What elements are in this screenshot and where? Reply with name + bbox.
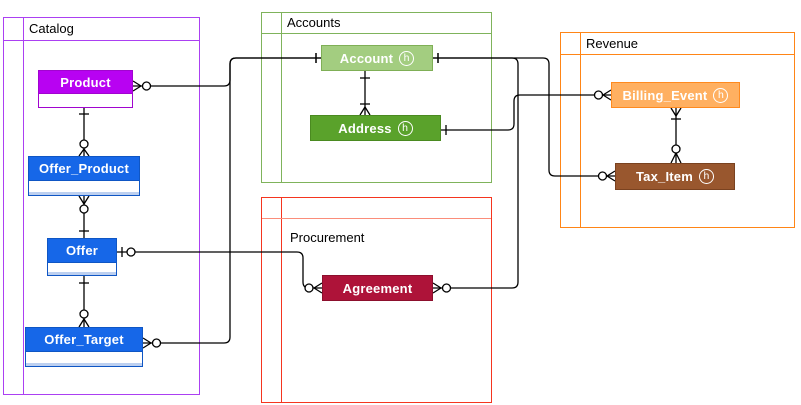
- entity-agreement[interactable]: Agreement: [322, 275, 433, 301]
- entity-offer-label: Offer: [65, 243, 99, 258]
- entity-offer[interactable]: Offer: [47, 238, 117, 276]
- rel-account-address[interactable]: [359, 71, 371, 116]
- group-catalog[interactable]: Catalog: [3, 17, 200, 395]
- hub-icon: h: [399, 50, 415, 66]
- entity-offer-product-label: Offer_Product: [38, 161, 129, 176]
- rel-address-billing-event[interactable]: [441, 89, 612, 135]
- group-procurement-label: Procurement: [290, 230, 365, 245]
- group-accounts-label: Accounts: [287, 15, 341, 30]
- rel-offer-offer-product[interactable]: [78, 195, 90, 238]
- group-catalog-header-divider: [4, 40, 199, 41]
- group-catalog-lane-divider: [23, 18, 24, 394]
- group-accounts[interactable]: Accounts: [261, 12, 492, 183]
- group-procurement-lane-divider: [281, 198, 282, 402]
- entity-offer-target-label: Offer_Target: [44, 332, 124, 347]
- entity-account-label: Account: [339, 50, 394, 66]
- hub-icon: h: [397, 120, 413, 136]
- rel-account-agreement[interactable]: [432, 53, 519, 294]
- entity-offer-target[interactable]: Offer_Target: [25, 327, 143, 367]
- hub-icon: h: [699, 169, 714, 184]
- group-revenue[interactable]: Revenue: [560, 32, 795, 228]
- entity-account[interactable]: Account h: [321, 45, 433, 71]
- entity-address[interactable]: Address h: [310, 115, 441, 141]
- entity-product-attributes-row[interactable]: [38, 94, 133, 108]
- group-revenue-header-divider: [561, 54, 794, 55]
- entity-offer-product[interactable]: Offer_Product: [28, 156, 140, 196]
- entity-agreement-label: Agreement: [342, 280, 413, 296]
- rel-offer-agreement[interactable]: [117, 247, 323, 294]
- entity-offer-target-attributes-row[interactable]: [25, 352, 143, 367]
- entity-address-label: Address: [338, 120, 392, 136]
- entity-tax-item-label: Tax_Item: [636, 169, 693, 184]
- entity-product[interactable]: Product: [38, 70, 133, 108]
- entity-billing-event-label: Billing_Event: [622, 87, 708, 103]
- group-procurement-header-divider: [262, 218, 491, 219]
- rel-offer-offer-target[interactable]: [78, 276, 90, 328]
- group-revenue-label: Revenue: [586, 36, 639, 51]
- rel-product-offer-product[interactable]: [78, 108, 90, 157]
- entity-offer-attributes-row[interactable]: [47, 263, 117, 276]
- group-accounts-header-divider: [262, 33, 491, 34]
- rel-account-product[interactable]: [132, 53, 321, 92]
- group-revenue-lane-divider: [580, 33, 581, 227]
- rel-account-tax-item[interactable]: [433, 53, 616, 182]
- entity-billing-event[interactable]: Billing_Event h: [611, 82, 740, 108]
- hub-icon: h: [713, 87, 729, 103]
- group-catalog-label: Catalog: [29, 21, 74, 36]
- rel-account-offer-target[interactable]: [142, 53, 321, 349]
- rel-billing-event-tax-item[interactable]: [670, 107, 682, 164]
- entity-product-label: Product: [60, 74, 111, 90]
- group-accounts-lane-divider: [281, 13, 282, 182]
- entity-tax-item[interactable]: Tax_Item h: [615, 163, 735, 190]
- group-procurement[interactable]: Procurement: [261, 197, 492, 403]
- entity-offer-product-attributes-row[interactable]: [28, 181, 140, 196]
